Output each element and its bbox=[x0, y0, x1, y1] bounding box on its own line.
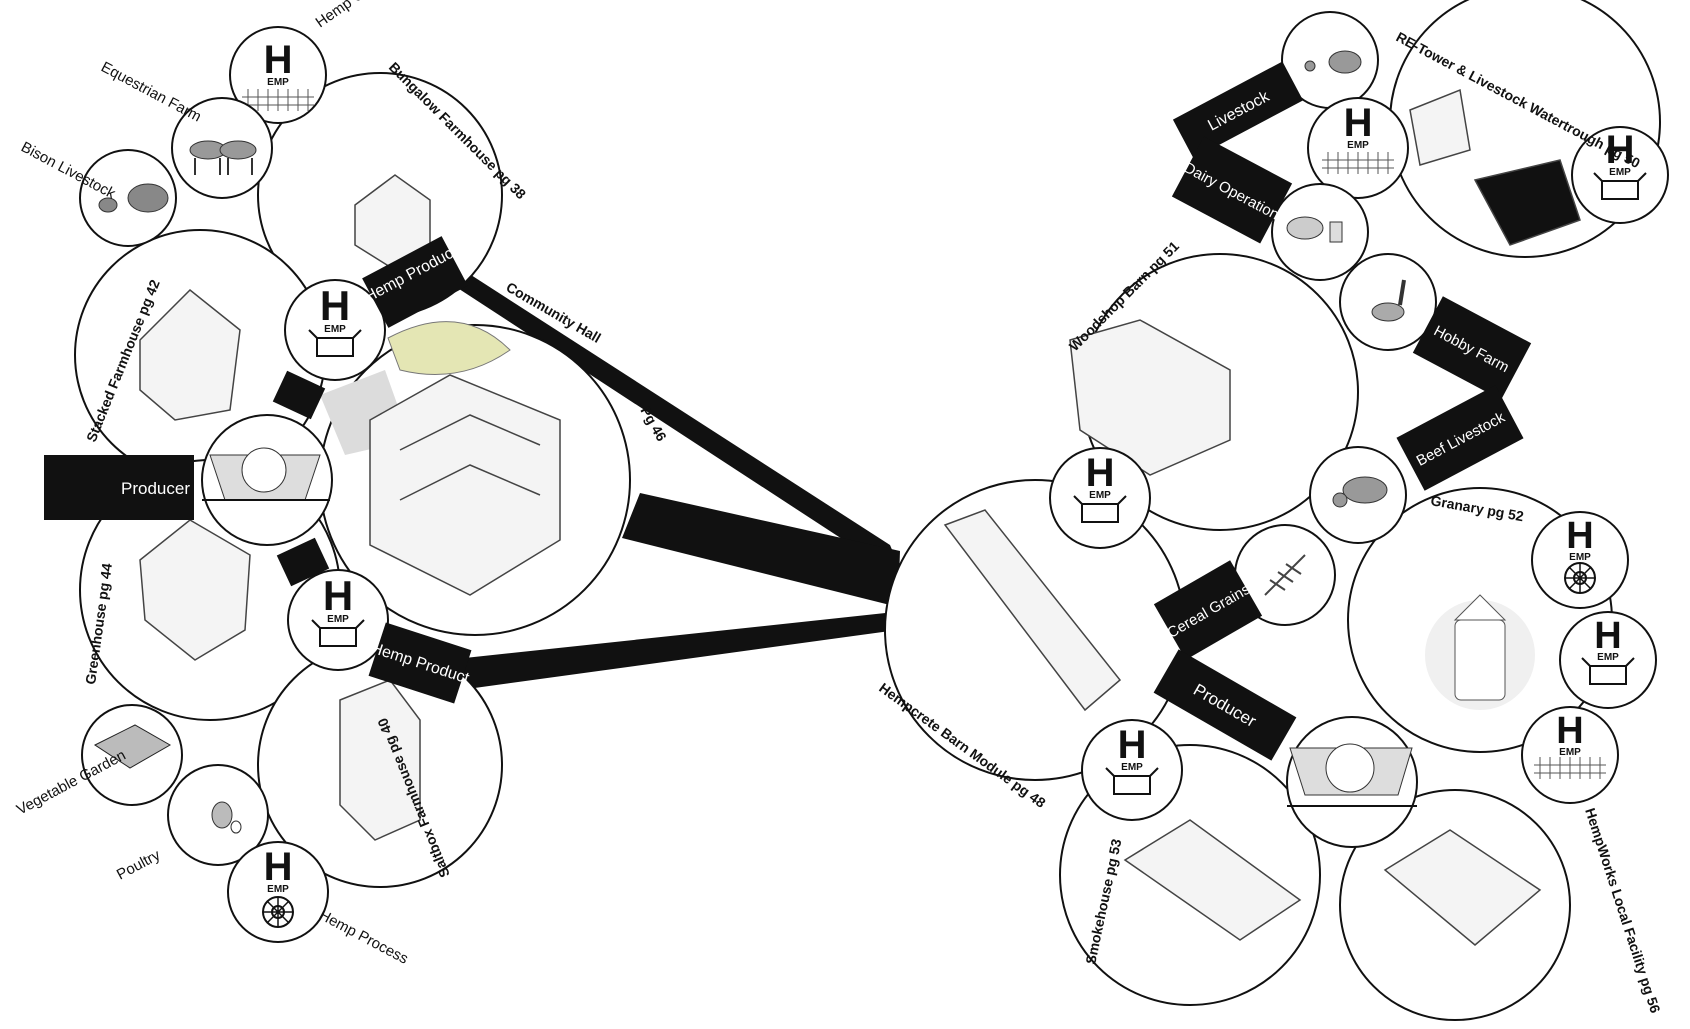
svg-text:EMP: EMP bbox=[1609, 167, 1631, 178]
label-equestrian-farm: Equestrian Farm bbox=[98, 59, 204, 126]
label-hempworks: HempWorks Local Facility pg 56 bbox=[1582, 806, 1664, 1015]
svg-text:EMP: EMP bbox=[1121, 762, 1143, 773]
connector-middle-wedge bbox=[622, 493, 900, 607]
svg-text:H: H bbox=[264, 845, 293, 889]
svg-text:H: H bbox=[264, 38, 293, 82]
svg-text:EMP: EMP bbox=[267, 77, 289, 88]
svg-text:EMP: EMP bbox=[267, 884, 289, 895]
label-hemp-process: Hemp Process bbox=[316, 907, 411, 968]
svg-text:H: H bbox=[1556, 710, 1583, 752]
svg-text:EMP: EMP bbox=[1597, 652, 1619, 663]
svg-text:EMP: EMP bbox=[1089, 490, 1111, 501]
label-poultry: Poultry bbox=[114, 846, 164, 883]
svg-text:EMP: EMP bbox=[1347, 140, 1369, 151]
tag-producer-left: Producer bbox=[44, 455, 194, 520]
svg-text:H: H bbox=[323, 572, 353, 619]
svg-text:EMP: EMP bbox=[327, 614, 349, 625]
svg-text:H: H bbox=[1118, 723, 1147, 767]
svg-text:EMP: EMP bbox=[1569, 552, 1591, 563]
tag-livestock: Livestock bbox=[1173, 61, 1303, 158]
label-hemp-crop: Hemp Crop bbox=[313, 0, 386, 31]
tag-beef: Beef Livestock bbox=[1396, 385, 1523, 491]
saltbox-sketch bbox=[340, 680, 420, 840]
svg-text:H: H bbox=[1566, 515, 1593, 557]
svg-text:H: H bbox=[1594, 615, 1621, 657]
svg-text:EMP: EMP bbox=[324, 324, 346, 335]
svg-text:H: H bbox=[320, 282, 350, 329]
svg-text:H: H bbox=[1086, 451, 1115, 495]
tag-producer-left-label: Producer bbox=[121, 479, 190, 498]
left-cluster: H EMP H EMP H EMP bbox=[14, 0, 670, 968]
svg-text:H: H bbox=[1344, 101, 1373, 145]
svg-text:EMP: EMP bbox=[1559, 747, 1581, 758]
llama-circle[interactable] bbox=[1340, 254, 1436, 350]
right-cluster: H EMP H EMP H EMP bbox=[876, 0, 1668, 1020]
